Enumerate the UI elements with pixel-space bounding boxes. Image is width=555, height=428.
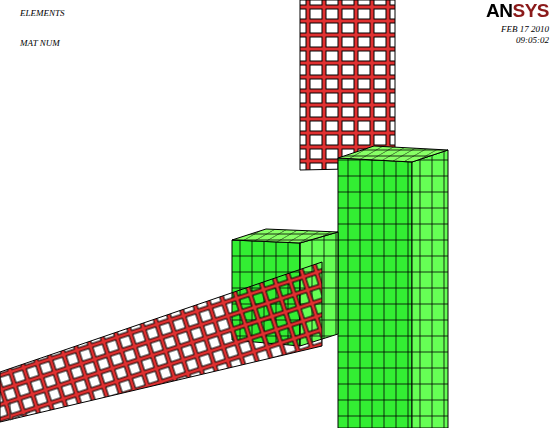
beam-rebar-cage [0, 262, 322, 422]
plot-time: 09:05:02 [516, 35, 549, 45]
axis-triad [10, 402, 30, 420]
software-logo: ANSYS [486, 0, 549, 22]
plot-mode: MAT NUM [20, 38, 60, 48]
plot-date: FEB 17 2010 [501, 24, 549, 34]
column-rebar-cage [300, 0, 395, 170]
plot-title: ELEMENTS [20, 8, 65, 18]
column-concrete [338, 146, 448, 428]
